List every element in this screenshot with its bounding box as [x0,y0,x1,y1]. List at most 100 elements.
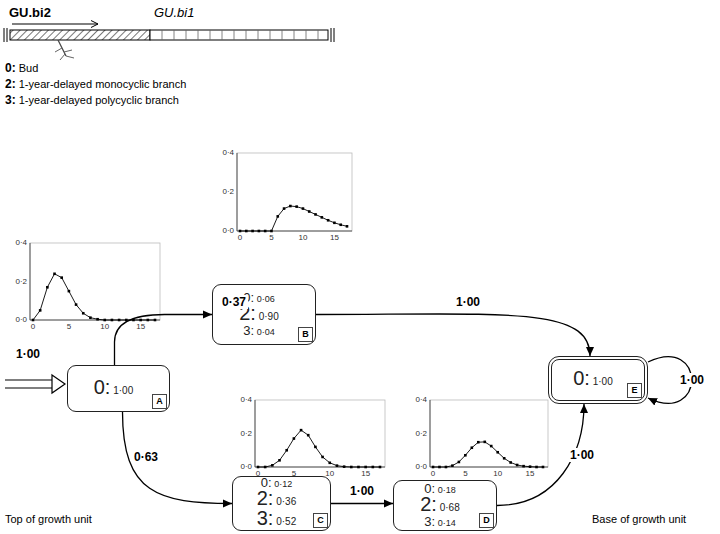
state-probability: 0: 1·00 [94,379,133,399]
axis-tick-label: 0·0 [415,462,427,471]
distribution-point [542,466,545,469]
distribution-point [75,303,78,306]
state-probability: 2: 0·68 [420,496,459,516]
state-letter: D [479,513,494,528]
axis-tick-label: 0·2 [415,429,427,438]
state-probability: 3: 0·14 [424,516,455,529]
distribution-point [451,464,454,467]
key-text: 2: 1-year-delayed monocyclic branch [5,78,186,92]
distribution-point [490,445,493,448]
state-probability: 3: 0·04 [243,325,274,338]
distribution-point [53,273,56,276]
state-probability: 0: 1·00 [573,370,612,390]
state-box: 0: 0·062: 0·903: 0·04B [212,284,316,345]
axis-tick-label: 0·2 [222,187,234,196]
distribution-point [278,459,281,462]
distribution-point [321,456,324,459]
distribution-point [302,207,305,210]
axis-tick-label: 0·2 [240,429,252,438]
distribution-point [118,319,121,322]
segment-tick [162,30,163,40]
distribution-point [464,454,467,457]
distribution-point [264,230,267,233]
axis-tick-label: 0·2 [15,277,27,286]
distribution-point [46,286,49,289]
distribution-point [251,230,254,233]
distribution-point [509,461,512,464]
distribution-point [139,319,142,322]
segment-tick [210,30,211,40]
state-letter: A [152,394,167,409]
axis-end-label: Base of growth unit [592,513,686,526]
chart-frame [30,243,160,320]
chart-frame [255,400,385,467]
transition-probability: 1·00 [348,484,376,498]
distribution-point [308,210,311,213]
chart-axis [255,467,385,468]
segment-tick [198,30,199,40]
distribution-point [264,466,267,469]
axis-tick-label: 0 [431,469,435,478]
transition-probability: 0·37 [220,295,248,309]
state-letter: B [298,327,313,342]
distribution-point [314,446,317,449]
transition-arrow [123,412,233,504]
axis-tick-label: 0·4 [415,395,427,404]
axis-tick-label: 0·0 [240,462,252,471]
distribution-point [293,437,296,440]
distribution-point [445,466,448,469]
distribution-point [372,466,375,469]
key-text: 0: Bud [5,62,38,76]
axis-tick-label: 0 [31,322,35,331]
distribution-point [270,230,273,233]
chart-axis [237,153,238,231]
axis-tick-label: 5 [269,233,273,242]
distribution-point [336,464,339,467]
distribution-point [307,434,310,437]
state-probability: 3: 0·52 [257,510,296,530]
distribution-point [350,466,353,469]
segment-tick [306,30,307,40]
chart-axis [30,243,31,320]
state-letter: C [313,513,328,528]
state-letter: E [627,383,642,398]
segment-tick [270,30,271,40]
segment-tick [282,30,283,40]
key-text: 3: 1-year-delayed polycyclic branch [5,94,179,108]
distribution-point [357,466,360,469]
axis-tick-label: 15 [361,469,370,478]
distribution-point [239,230,242,233]
transition-arrow [316,314,590,356]
initial-probability: 1·00 [16,348,40,362]
distribution-point [328,462,331,465]
distribution-point [257,466,260,469]
distribution-point [458,461,461,464]
distribution-line [240,206,347,231]
axis-tick-label: 10 [298,233,307,242]
axis-end-label: Top of growth unit [5,513,92,526]
chart-axis [30,320,160,321]
distribution-point [111,319,114,322]
distribution-line [258,430,380,467]
distribution-point [82,312,85,315]
distribution-point [503,457,506,460]
axis-tick-label: 0·4 [222,148,234,157]
distribution-point [147,319,150,322]
distribution-point [283,207,286,210]
distribution-point [432,466,435,469]
distribution-point [68,290,71,293]
axis-tick-label: 10 [100,322,109,331]
segment-name: GU.bi2 [9,6,51,21]
distribution-point [39,309,42,312]
distribution-point [321,216,324,219]
segment-tick [246,30,247,40]
distribution-point [535,466,538,469]
state-box: 0: 1·00E [548,356,648,404]
distribution-line [433,442,543,467]
distribution-point [96,318,99,321]
distribution-point [483,441,486,444]
transition-probability: 0·63 [132,450,160,464]
segment-tick [186,30,187,40]
distribution-point [477,441,480,444]
distribution-point [343,465,346,468]
